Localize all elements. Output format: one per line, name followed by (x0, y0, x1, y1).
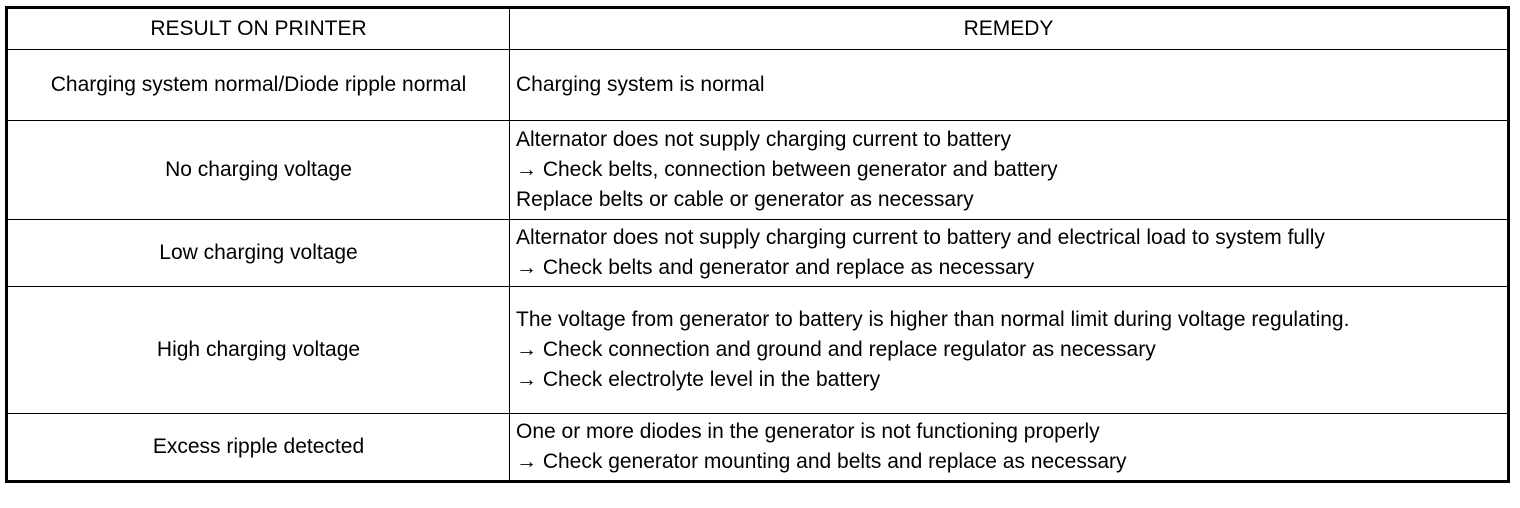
remedy-line: → Check belts and generator and replace … (516, 256, 1035, 279)
remedy-line: → Check generator mounting and belts and… (516, 450, 1127, 473)
remedy-cell: The voltage from generator to battery is… (509, 286, 1509, 414)
remedy-line: Charging system is normal (516, 73, 765, 96)
result-cell: Low charging voltage (6, 219, 510, 287)
remedy-line: → Check electrolyte level in the battery (516, 368, 881, 391)
remedy-line: → Check connection and ground and replac… (516, 338, 1156, 361)
column-header-remedy: REMEDY (509, 7, 1509, 50)
table-row: No charging voltage Alternator does not … (6, 120, 1509, 220)
column-header-result: RESULT ON PRINTER (6, 7, 510, 50)
remedy-cell: Alternator does not supply charging curr… (509, 219, 1509, 287)
remedy-line: One or more diodes in the generator is n… (516, 420, 1100, 443)
table-row: Excess ripple detected One or more diode… (6, 413, 1509, 482)
result-cell: High charging voltage (6, 286, 510, 414)
result-cell: No charging voltage (6, 120, 510, 220)
result-cell: Charging system normal/Diode ripple norm… (6, 49, 510, 121)
remedy-line: Alternator does not supply charging curr… (516, 128, 1011, 151)
remedy-cell: One or more diodes in the generator is n… (509, 413, 1509, 482)
remedy-cell: Alternator does not supply charging curr… (509, 120, 1509, 220)
remedy-cell: Charging system is normal (509, 49, 1509, 121)
remedy-line: Replace belts or cable or generator as n… (516, 188, 974, 211)
table-header-row: RESULT ON PRINTER REMEDY (6, 7, 1509, 50)
remedy-line: Alternator does not supply charging curr… (516, 226, 1325, 249)
table-row: High charging voltage The voltage from g… (6, 286, 1509, 414)
table-row: Charging system normal/Diode ripple norm… (6, 49, 1509, 121)
remedy-line: The voltage from generator to battery is… (516, 308, 1350, 331)
troubleshooting-table: RESULT ON PRINTER REMEDY Charging system… (5, 6, 1510, 483)
table-row: Low charging voltage Alternator does not… (6, 219, 1509, 287)
remedy-line: → Check belts, connection between genera… (516, 158, 1058, 181)
result-cell: Excess ripple detected (6, 413, 510, 482)
